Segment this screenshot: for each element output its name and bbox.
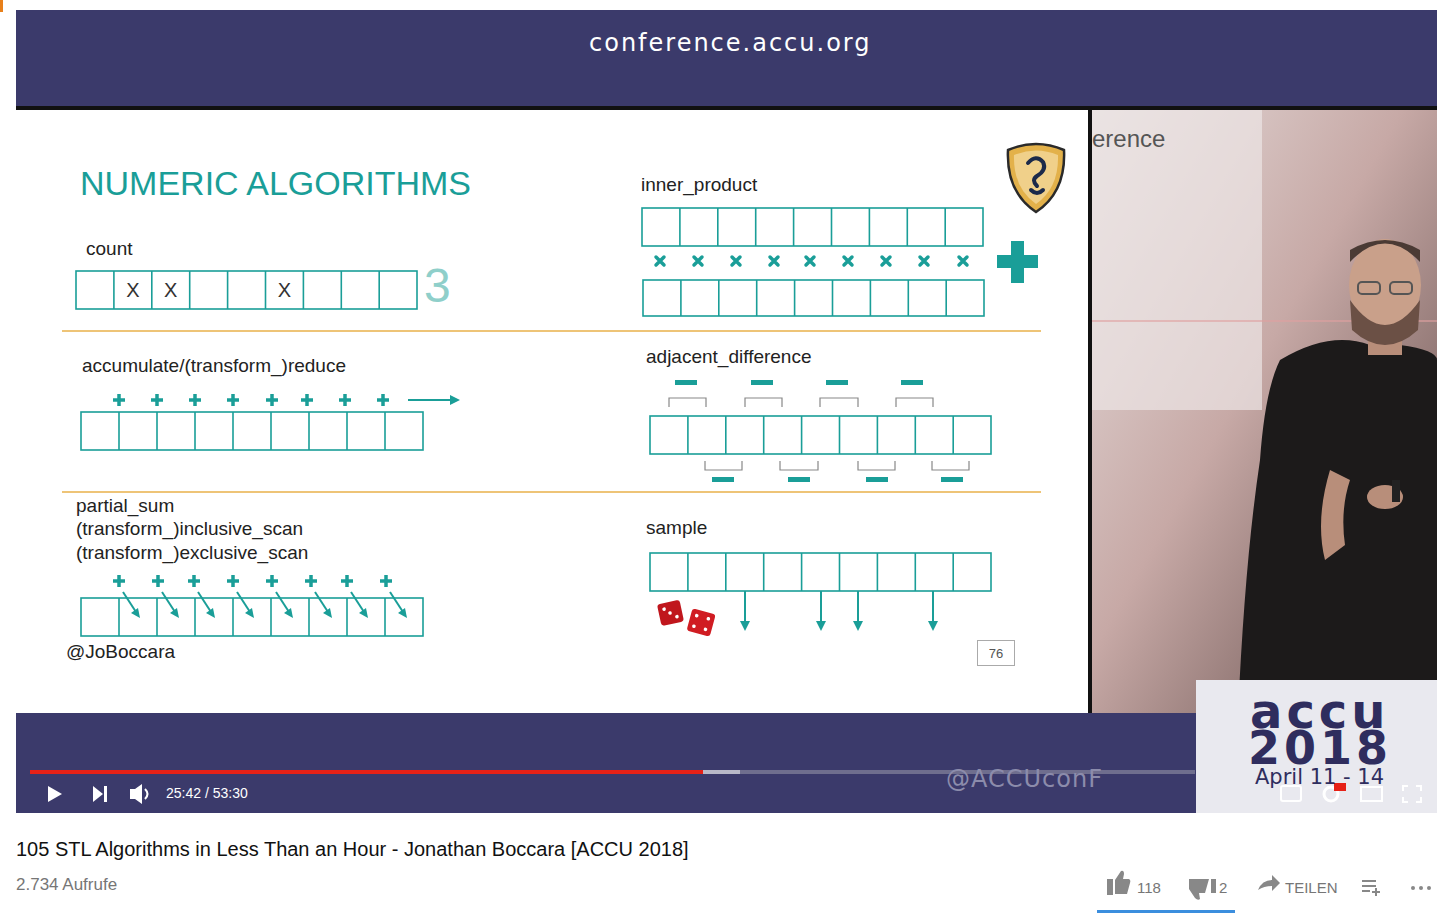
slide-number: 76 xyxy=(977,640,1015,666)
count-result: 3 xyxy=(424,258,451,313)
video-title: 105 STL Algorithms in Less Than an Hour … xyxy=(16,838,689,861)
algorithm-name: partial_sum xyxy=(76,495,174,517)
site-banner: conference.accu.org xyxy=(589,30,872,58)
video-time: 25:42 / 53:30 xyxy=(166,785,248,801)
logo-date: April 11 - 14 xyxy=(1255,765,1384,789)
count-match-cell: X xyxy=(114,271,152,309)
dislike-count: 2 xyxy=(1219,879,1227,896)
algorithm-name: adjacent_difference xyxy=(646,346,812,368)
conference-handle: @ACCUconF xyxy=(946,766,1103,794)
cell-text: X xyxy=(164,279,177,302)
share-button: TEILEN xyxy=(1285,879,1338,896)
algorithm-name: (transform_)exclusive_scan xyxy=(76,542,308,564)
projected-text: erence xyxy=(1092,125,1165,153)
algorithm-name: count xyxy=(86,238,132,260)
slide-title: NUMERIC ALGORITHMS xyxy=(80,164,471,203)
algorithm-name: (transform_)inclusive_scan xyxy=(76,518,303,540)
cell-text: X xyxy=(126,279,139,302)
cell-text: 76 xyxy=(989,646,1003,661)
view-count: 2.734 Aufrufe xyxy=(16,875,117,895)
algorithm-name: accumulate/(transform_)reduce xyxy=(82,355,346,377)
like-count: 118 xyxy=(1137,879,1161,896)
algorithm-name: inner_product xyxy=(641,174,757,196)
cell-text: X xyxy=(278,279,291,302)
author-handle: @JoBoccara xyxy=(66,641,175,663)
count-match-cell: X xyxy=(266,271,304,309)
algorithm-name: sample xyxy=(646,517,707,539)
count-match-cell: X xyxy=(152,271,190,309)
